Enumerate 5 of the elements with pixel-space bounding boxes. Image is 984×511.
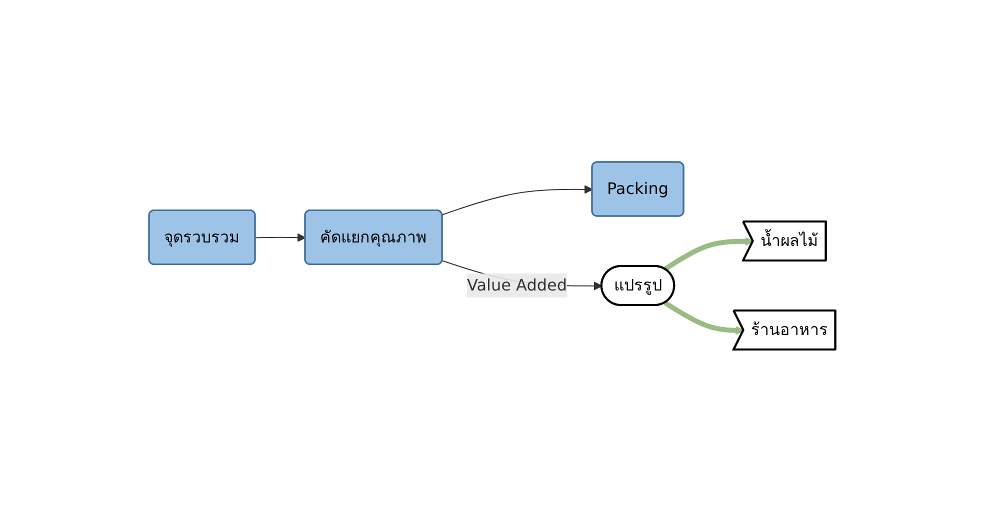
arrow — [254, 232, 306, 242]
arrow — [442, 184, 593, 215]
edge-label: Value Added — [466, 275, 567, 294]
arrow — [664, 300, 744, 335]
arrow — [664, 236, 754, 272]
